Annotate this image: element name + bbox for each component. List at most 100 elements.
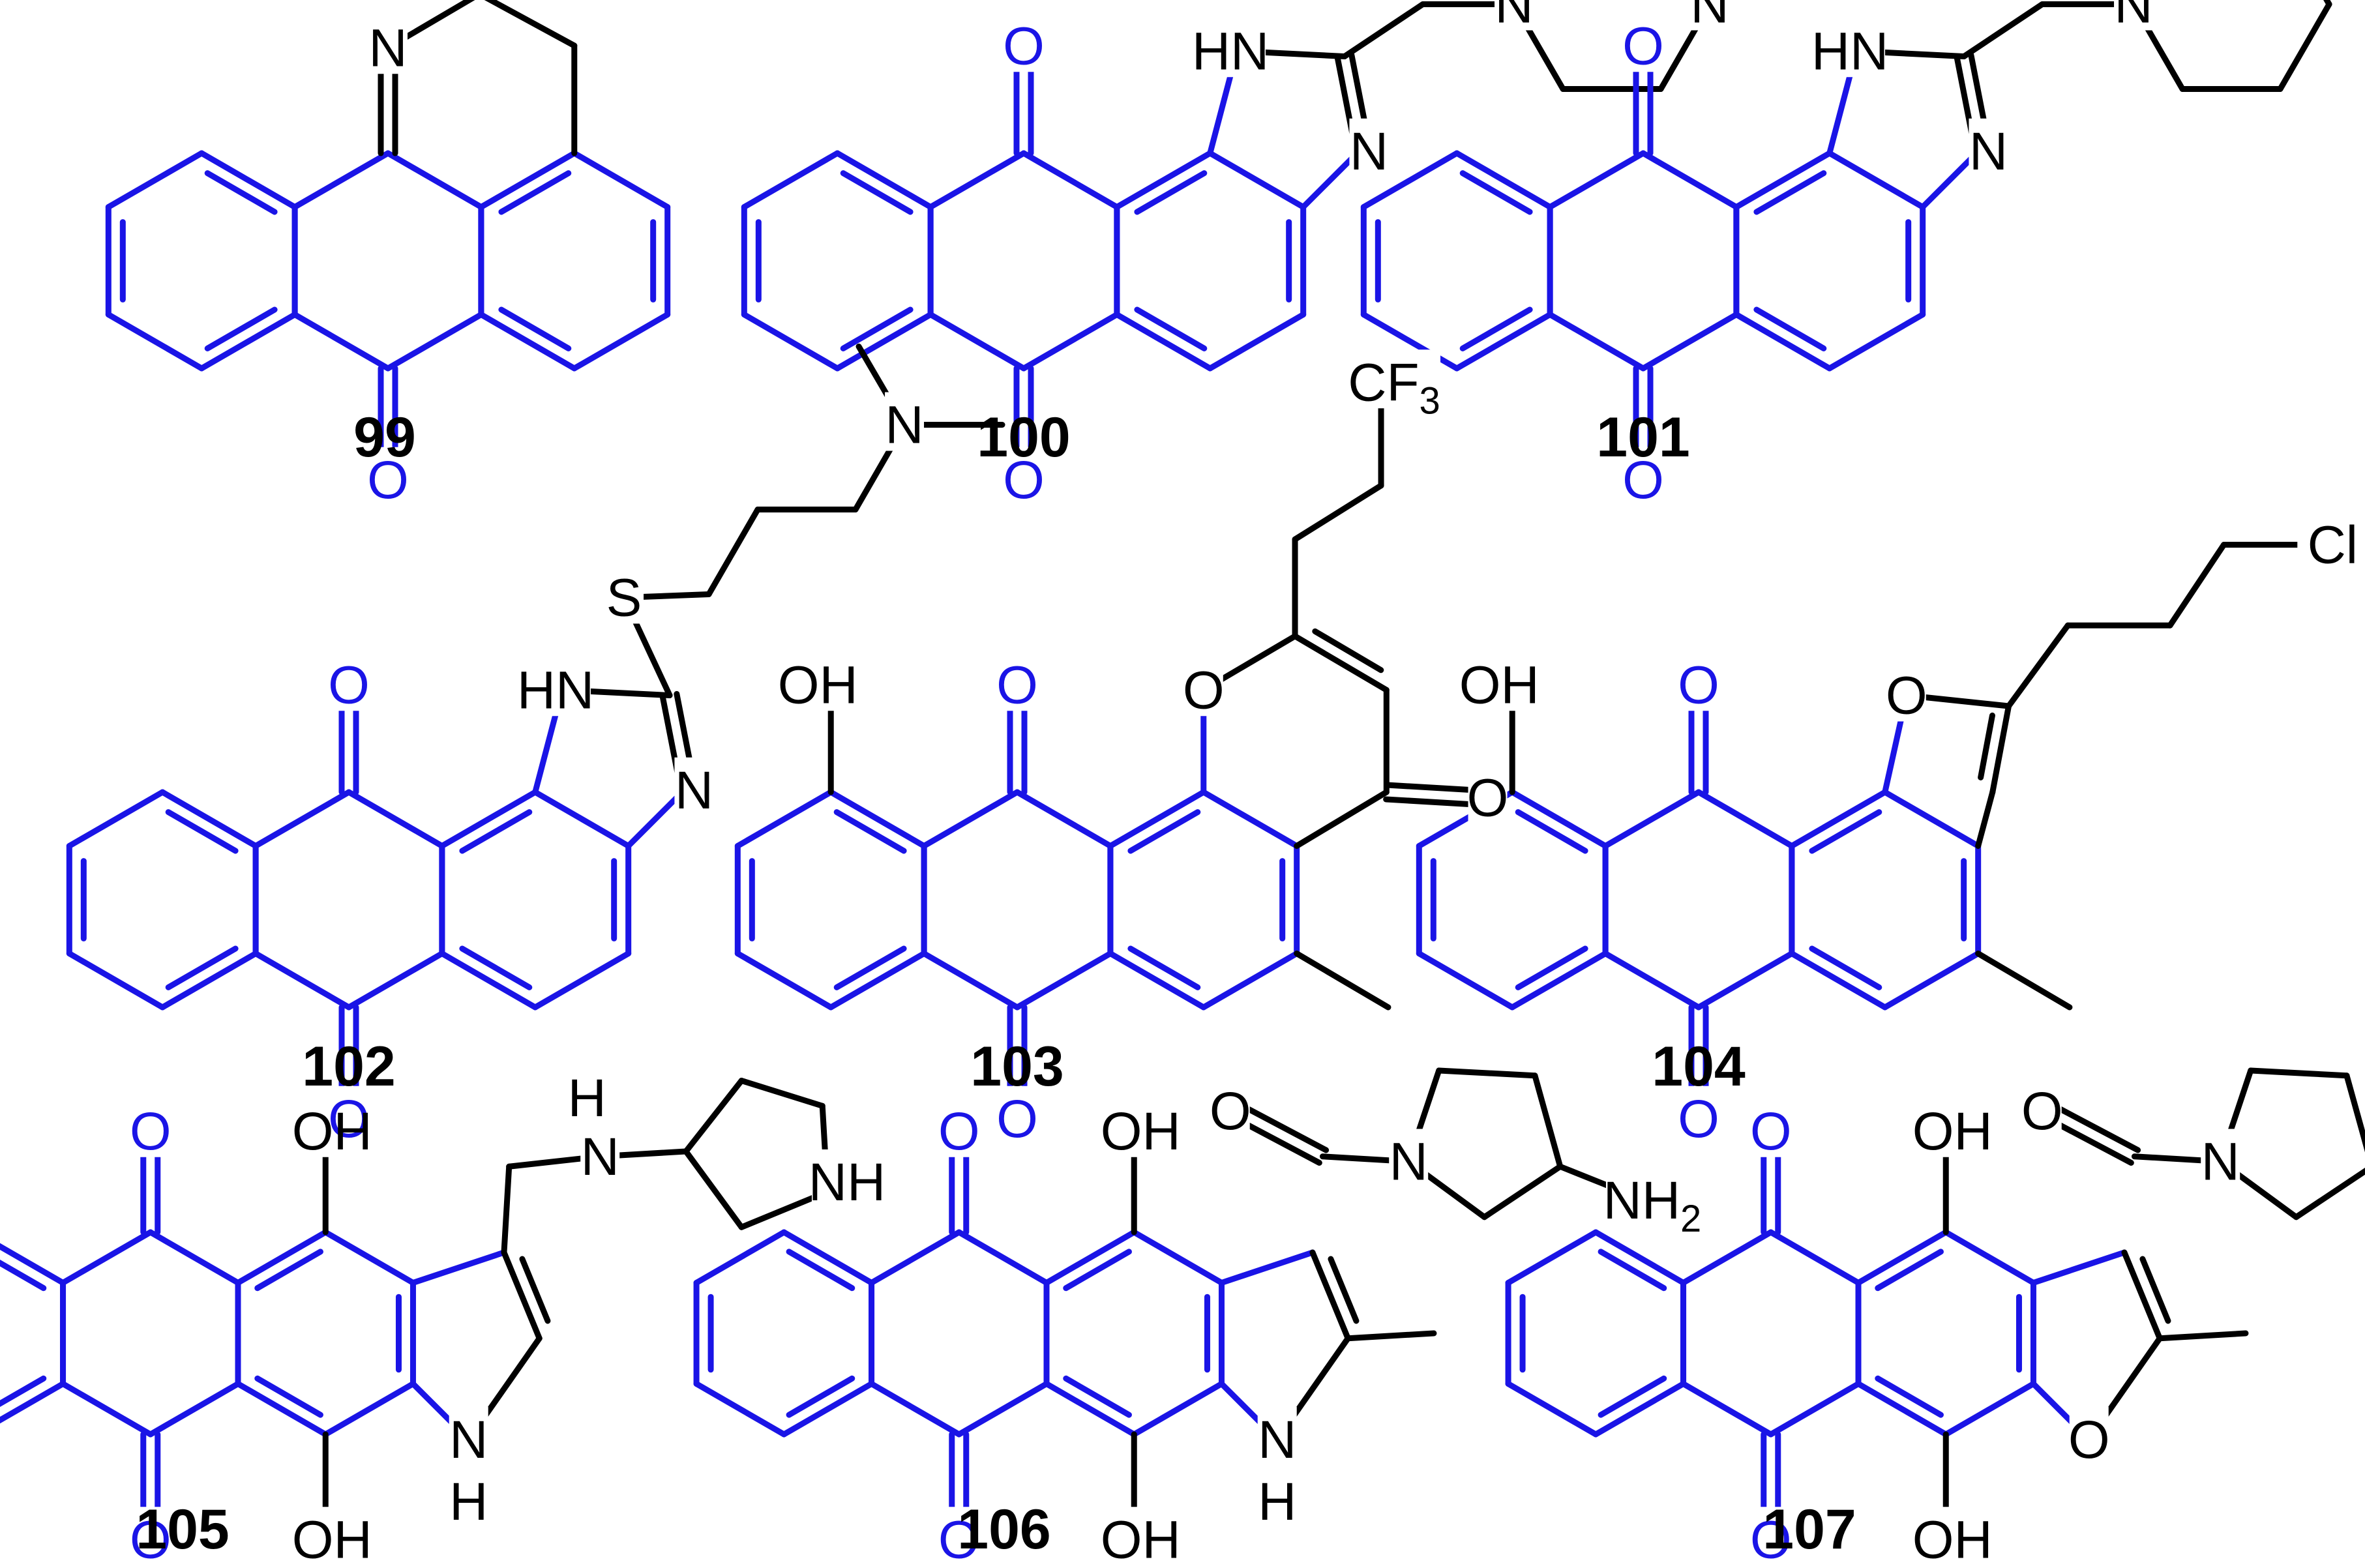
bond-214: [1789, 789, 1888, 849]
atom-mask: [1917, 1507, 1988, 1566]
bond-297: [1063, 1249, 1132, 1292]
atom-mask: [297, 1098, 368, 1157]
bond-339: [1875, 1375, 1944, 1418]
bond-215: [1809, 809, 1882, 854]
atom-mask: [1004, 447, 1043, 506]
atom-label-4: HN: [1192, 22, 1269, 81]
bond-298: [1131, 1229, 1225, 1286]
bond-241: [0, 1259, 47, 1292]
bond-279: [693, 1381, 787, 1438]
bond-131: [459, 945, 533, 990]
bond-121: [165, 809, 239, 854]
bond-21: [571, 150, 671, 210]
bond-201: [1509, 789, 1609, 849]
atom-label-23: O: [1467, 768, 1509, 827]
bond-52: [1207, 150, 1307, 210]
bond-86: [1640, 150, 1740, 210]
bond-323: [1598, 1375, 1667, 1418]
bond-119: [66, 789, 166, 849]
bond-51: [1134, 170, 1208, 215]
bond-335: [1768, 1229, 1862, 1286]
atom-mask: [1105, 1507, 1176, 1566]
atom-label-14: O: [328, 1089, 370, 1149]
atom-mask: [1690, 0, 1730, 31]
bond-186: [1312, 628, 1384, 673]
atom-label-49: O: [1750, 1510, 1792, 1568]
bond-226: [1989, 703, 2012, 795]
atom-label-21: OH: [778, 655, 858, 715]
bond-331: [1768, 1381, 1862, 1438]
bond-255: [322, 1229, 416, 1286]
bond-126: [252, 789, 352, 849]
bond-37: [834, 150, 934, 210]
bond-254: [254, 1249, 323, 1292]
atom-mask: [329, 652, 368, 711]
atom-mask: [2201, 1129, 2240, 1188]
bond-266: [519, 1256, 551, 1324]
bond-13: [385, 150, 484, 210]
bond-243: [147, 1381, 241, 1438]
atom-mask: [1004, 13, 1043, 72]
bond-129: [532, 951, 632, 1011]
atom-mask: [1917, 1098, 1988, 1157]
bond-166: [921, 789, 1020, 849]
bond-240: [0, 1243, 67, 1286]
atom-mask: [2114, 0, 2154, 31]
atom-mask: [885, 392, 925, 451]
bond-106: [1961, 1, 2045, 59]
atom-label-36: H: [568, 1069, 606, 1128]
atom-label-40: O: [938, 1510, 980, 1568]
atom-label-35: H: [449, 1472, 488, 1531]
atom-label-6: N: [1495, 0, 1533, 35]
bond-46: [1207, 312, 1307, 372]
bond-layer: [0, 0, 2365, 1533]
atom-label-44: H: [1258, 1472, 1296, 1531]
bond-329: [1598, 1249, 1667, 1292]
atom-mask: [1751, 1507, 1791, 1566]
bond-319: [1481, 1163, 1564, 1220]
bond-88: [1826, 312, 1926, 372]
bond-134: [459, 809, 533, 854]
bond-1: [204, 306, 278, 351]
atom-label-1: N: [368, 18, 407, 78]
bond-324: [1505, 1381, 1599, 1438]
atom-mask: [1389, 1129, 1429, 1188]
compound-label-106: 106: [957, 1498, 1051, 1561]
bond-269: [501, 1163, 513, 1256]
atom-mask: [1349, 118, 1389, 177]
bond-211: [1789, 951, 1888, 1011]
bond-276: [683, 1148, 745, 1230]
atom-label-51: OH: [1912, 1510, 1993, 1568]
bond-161: [833, 809, 907, 854]
bond-9: [385, 312, 484, 372]
atom-mask: [2069, 1406, 2109, 1466]
bond-283: [781, 1229, 875, 1286]
bond-19: [478, 150, 578, 210]
bond-155: [833, 945, 907, 990]
atom-label-10: HN: [1811, 22, 1888, 81]
bond-169: [1200, 951, 1300, 1011]
atom-label-48: O: [1750, 1102, 1792, 1161]
atom-label-32: OH: [292, 1102, 372, 1161]
atom-mask: [449, 1406, 488, 1466]
bond-175: [1200, 789, 1300, 849]
bond-247: [147, 1229, 241, 1286]
bond-296: [1043, 1229, 1137, 1286]
atom-mask: [368, 15, 408, 74]
bond-163: [1014, 951, 1114, 1011]
bond-212: [1809, 945, 1882, 990]
atom-mask: [1464, 652, 1535, 711]
atom-label-15: HN: [517, 660, 594, 720]
atom-mask: [811, 1149, 882, 1208]
atom-label-19: O: [996, 655, 1038, 715]
bond-289: [869, 1229, 962, 1286]
atom-label-backgrounds: [130, 0, 2365, 1566]
atom-mask: [674, 757, 714, 816]
bond-2: [105, 312, 205, 372]
bond-167: [1014, 789, 1114, 849]
atom-mask: [580, 1123, 620, 1183]
bond-6: [198, 150, 298, 210]
atom-mask: [1815, 18, 1886, 78]
bond-110: [2323, 0, 2332, 7]
bond-364: [2293, 1167, 2365, 1220]
